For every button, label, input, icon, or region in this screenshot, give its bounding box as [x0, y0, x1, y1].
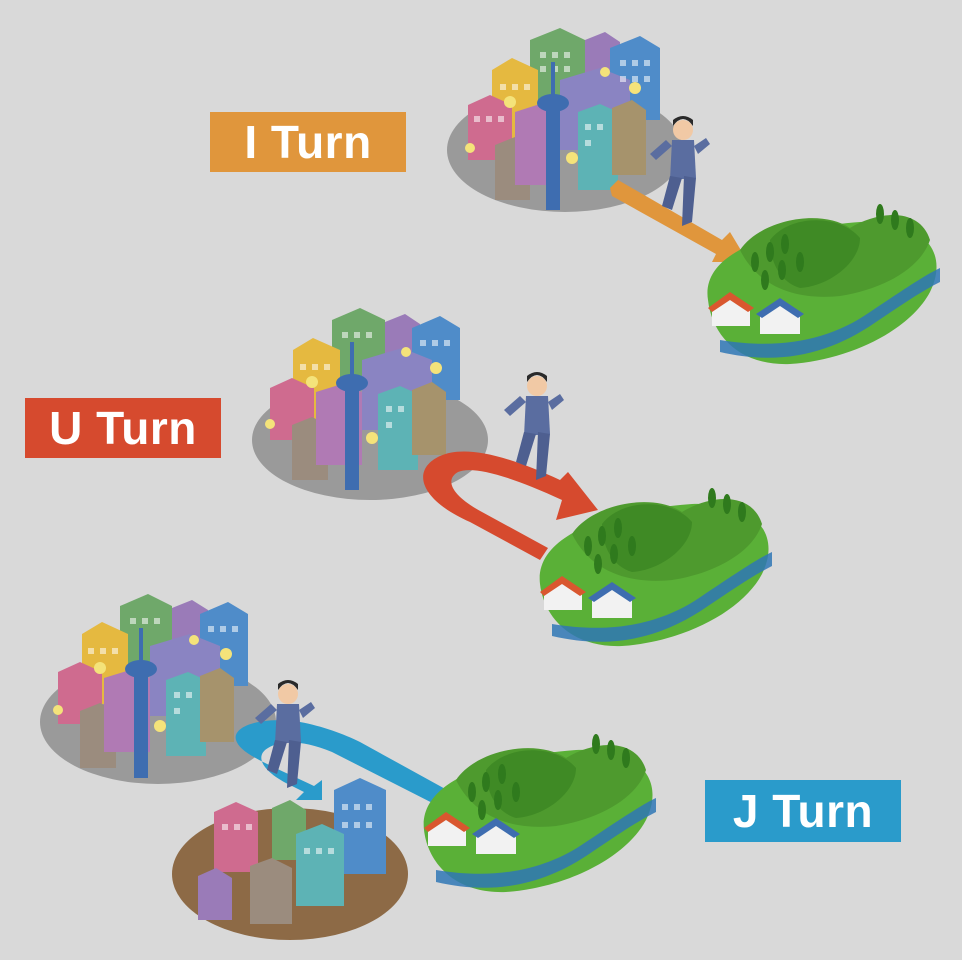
- i-turn-arrow-icon: [610, 180, 748, 262]
- j-turn-arrow-icon: [235, 720, 458, 816]
- u-turn-arrow-icon: [423, 451, 598, 560]
- u-turn-countryside-icon: [539, 488, 772, 647]
- i-turn-person-icon: [650, 116, 710, 226]
- i-turn-label: I Turn: [210, 112, 406, 172]
- i-turn-city-icon: [447, 28, 683, 212]
- j-turn-label: J Turn: [705, 780, 901, 842]
- i-turn-countryside-icon: [707, 204, 940, 365]
- j-turn-label-text: J Turn: [732, 785, 874, 837]
- j-turn-person-icon: [255, 680, 315, 788]
- u-turn-label: U Turn: [25, 398, 221, 458]
- j-turn-city-icon: [40, 594, 276, 784]
- u-turn-person-icon: [504, 372, 564, 480]
- u-turn-label-text: U Turn: [49, 402, 197, 454]
- j-turn-countryside-icon: [423, 734, 656, 893]
- i-turn-label-text: I Turn: [244, 116, 372, 168]
- j-turn-town-icon: [172, 778, 408, 940]
